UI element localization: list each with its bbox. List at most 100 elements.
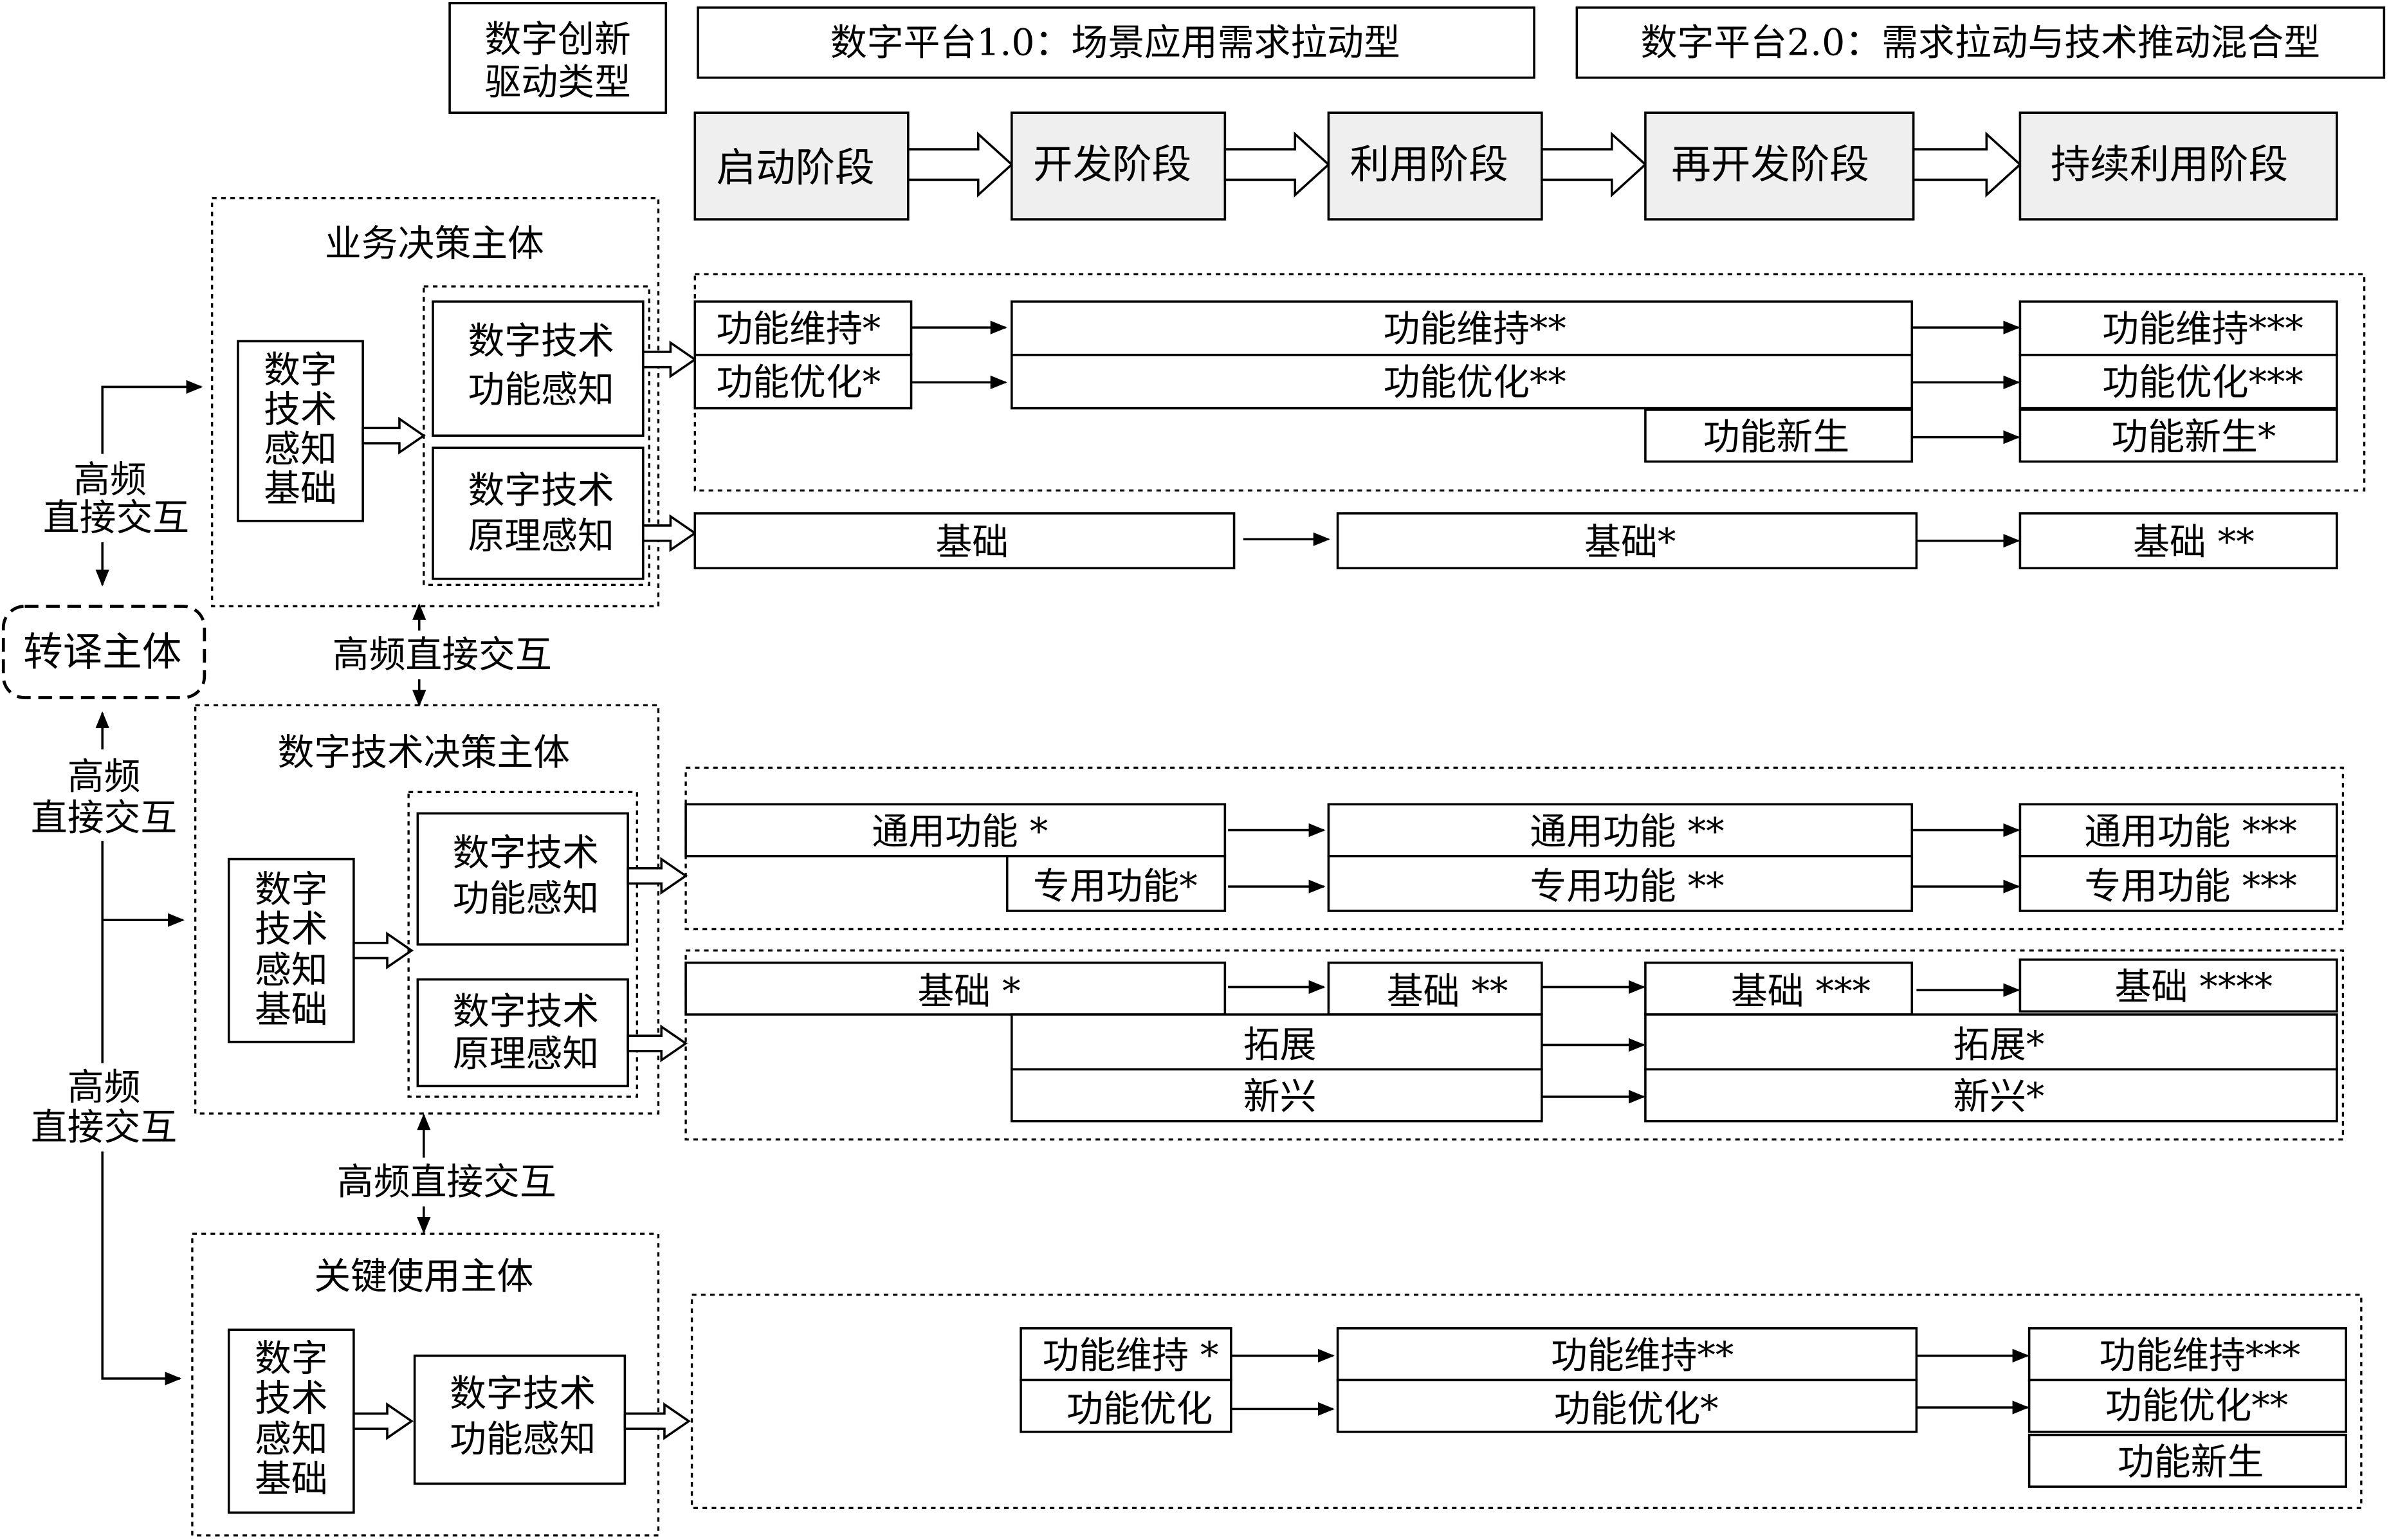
business-basis-arrow <box>362 416 426 455</box>
tech-emerging-1-label: 新兴 <box>1243 1076 1317 1118</box>
tech-basis-2: 基础 ** <box>1327 961 1543 1016</box>
tech-basis-line1: 数字 <box>255 868 328 911</box>
user-basis-line4: 基础 <box>255 1458 328 1500</box>
translator-label: 转译主体 <box>23 628 181 675</box>
user-basis-arrow <box>352 1402 414 1440</box>
user-maintain-1: 功能维持 * <box>1020 1327 1232 1382</box>
user-optimize-2: 功能优化* <box>1336 1379 1918 1433</box>
business-basis-box: 数字 技术 感知 基础 <box>237 340 364 522</box>
business-basis-line2: 技术 <box>264 389 337 431</box>
innovation-type-line1: 数字创新 <box>485 19 631 61</box>
interaction-mid-2-label: 高频直接交互 <box>337 1161 556 1204</box>
tech-function-arrow <box>627 857 688 895</box>
interaction-left-2-line1: 高频 <box>68 756 141 798</box>
tech-special-1: 专用功能* <box>1005 855 1227 912</box>
business-subject-group: 业务决策主体 数字 技术 感知 基础 数字技术 功能感知 数字技术 原理感知 <box>211 197 697 608</box>
user-maintain-3-label: 功能维持*** <box>2100 1334 2301 1377</box>
business-optimize-2: 功能优化** <box>1011 353 1914 410</box>
tech-principle-arrow <box>627 1024 688 1063</box>
stage-use: 利用阶段 <box>1327 111 1543 221</box>
user-function-perception-line1: 数字技术 <box>450 1373 596 1415</box>
tech-special-3-label: 专用功能 *** <box>2084 865 2297 908</box>
business-maintain-3-label: 功能维持*** <box>2102 307 2303 350</box>
user-maintain-3: 功能维持*** <box>2027 1327 2347 1382</box>
tech-extension-2: 拓展* <box>1644 1013 2338 1071</box>
business-principle-perception-box: 数字技术 原理感知 <box>432 446 645 580</box>
business-function-perception-box: 数字技术 功能感知 <box>432 300 645 437</box>
tech-basis-arrow <box>352 931 414 970</box>
tech-basis-2-label: 基础 ** <box>1387 971 1508 1013</box>
stage-start: 启动阶段 <box>693 111 910 221</box>
user-title: 关键使用主体 <box>314 1255 533 1297</box>
stage-arrow-2 <box>1223 131 1331 198</box>
user-basis-line1: 数字 <box>255 1337 328 1380</box>
tech-principle-outcomes: 基础 * 基础 ** 基础 *** 基础 **** 拓展 拓展* 新兴 新兴* <box>684 949 2345 1141</box>
business-maintain-2: 功能维持** <box>1011 300 1914 356</box>
business-basis-2-label: 基础* <box>1584 521 1676 564</box>
user-basis-line2: 技术 <box>255 1377 328 1420</box>
stage-arrow-1 <box>907 131 1014 198</box>
tech-general-1: 通用功能 * <box>684 803 1227 857</box>
innovation-type-box: 数字创新 驱动类型 <box>448 1 668 115</box>
stage-redevelop-label: 再开发阶段 <box>1671 142 1869 188</box>
tech-principle-perception-line2: 原理感知 <box>453 1033 599 1076</box>
business-maintain-2-label: 功能维持** <box>1384 307 1566 350</box>
business-maintain-1-label: 功能维持* <box>716 307 881 350</box>
stage-develop-label: 开发阶段 <box>1033 142 1191 188</box>
translator-box: 转译主体 <box>1 605 206 699</box>
business-function-perception-line1: 数字技术 <box>468 320 614 362</box>
platform2-label: 数字平台2.0：需求拉动与技术推动混合型 <box>1641 21 2320 64</box>
business-basis-1: 基础 <box>693 512 1236 570</box>
business-principle-perception-line2: 原理感知 <box>468 515 614 558</box>
tech-extension-1-label: 拓展 <box>1243 1023 1317 1066</box>
user-function-perception-line2: 功能感知 <box>450 1418 596 1461</box>
tech-general-3: 通用功能 *** <box>2018 803 2338 857</box>
tech-general-3-label: 通用功能 *** <box>2084 811 2297 853</box>
business-basis-row: 基础 基础* 基础 ** <box>693 512 2338 570</box>
tech-basis-3-label: 基础 *** <box>1731 971 1871 1013</box>
business-function-arrow <box>642 340 697 379</box>
user-outcomes: 功能维持 * 功能维持** 功能维持*** 功能优化 功能优化* 功能优化** … <box>690 1294 2363 1509</box>
business-basis-line4: 基础 <box>264 468 337 510</box>
tech-general-1-label: 通用功能 * <box>872 811 1048 853</box>
tech-principle-perception-box: 数字技术 原理感知 <box>416 978 629 1088</box>
tech-perception-frame <box>407 791 638 1098</box>
tech-basis-box: 数字 技术 感知 基础 <box>227 857 355 1043</box>
business-title: 业务决策主体 <box>325 223 544 265</box>
platform2-box: 数字平台2.0：需求拉动与技术推动混合型 <box>1575 6 2386 79</box>
business-optimize-2-label: 功能优化** <box>1384 361 1566 403</box>
business-emerge-2-label: 功能新生* <box>2112 416 2276 459</box>
tech-special-2-label: 专用功能 ** <box>1530 865 1724 908</box>
business-basis-line3: 感知 <box>264 428 337 471</box>
tech-emerging-2: 新兴* <box>1644 1068 2338 1123</box>
interaction-mid-1-label: 高频直接交互 <box>333 634 552 676</box>
stage-arrow-4 <box>1912 131 2022 198</box>
user-optimize-2-label: 功能优化* <box>1554 1388 1719 1430</box>
tech-special-2: 专用功能 ** <box>1327 855 1914 912</box>
user-optimize-3: 功能优化** <box>2027 1379 2347 1433</box>
user-emerge-1-label: 功能新生 <box>2118 1441 2264 1483</box>
tech-extension-2-label: 拓展* <box>1953 1023 2044 1066</box>
business-optimize-1: 功能优化* <box>693 353 913 410</box>
tech-function-outcomes: 通用功能 * 通用功能 ** 通用功能 *** 专用功能* 专用功能 ** 专用… <box>684 766 2345 931</box>
business-principle-perception-line1: 数字技术 <box>468 469 614 511</box>
stage-use-label: 利用阶段 <box>1350 142 1508 188</box>
user-optimize-3-label: 功能优化** <box>2105 1385 2288 1427</box>
tech-subject-group: 数字技术决策主体 数字 技术 感知 基础 数字技术 功能感知 数字技术 原理感知 <box>194 704 688 1115</box>
tech-basis-3: 基础 *** <box>1644 961 1914 1016</box>
business-optimize-3: 功能优化*** <box>2018 353 2338 410</box>
tech-function-perception-line1: 数字技术 <box>453 832 599 874</box>
business-emerge-2: 功能新生* <box>2018 408 2338 463</box>
user-maintain-1-label: 功能维持 * <box>1043 1334 1219 1377</box>
business-function-perception-line2: 功能感知 <box>468 369 614 411</box>
arrow-to-business <box>101 380 203 454</box>
user-maintain-2: 功能维持** <box>1336 1327 1918 1382</box>
business-basis-3: 基础 ** <box>2018 512 2338 570</box>
business-maintain-3: 功能维持*** <box>2018 300 2338 356</box>
tech-function-perception-box: 数字技术 功能感知 <box>416 812 629 946</box>
business-basis-line1: 数字 <box>264 349 337 391</box>
interaction-left-2-line2: 直接交互 <box>31 797 177 839</box>
user-basis-line3: 感知 <box>255 1418 328 1461</box>
tech-basis-1: 基础 * <box>684 961 1227 1016</box>
